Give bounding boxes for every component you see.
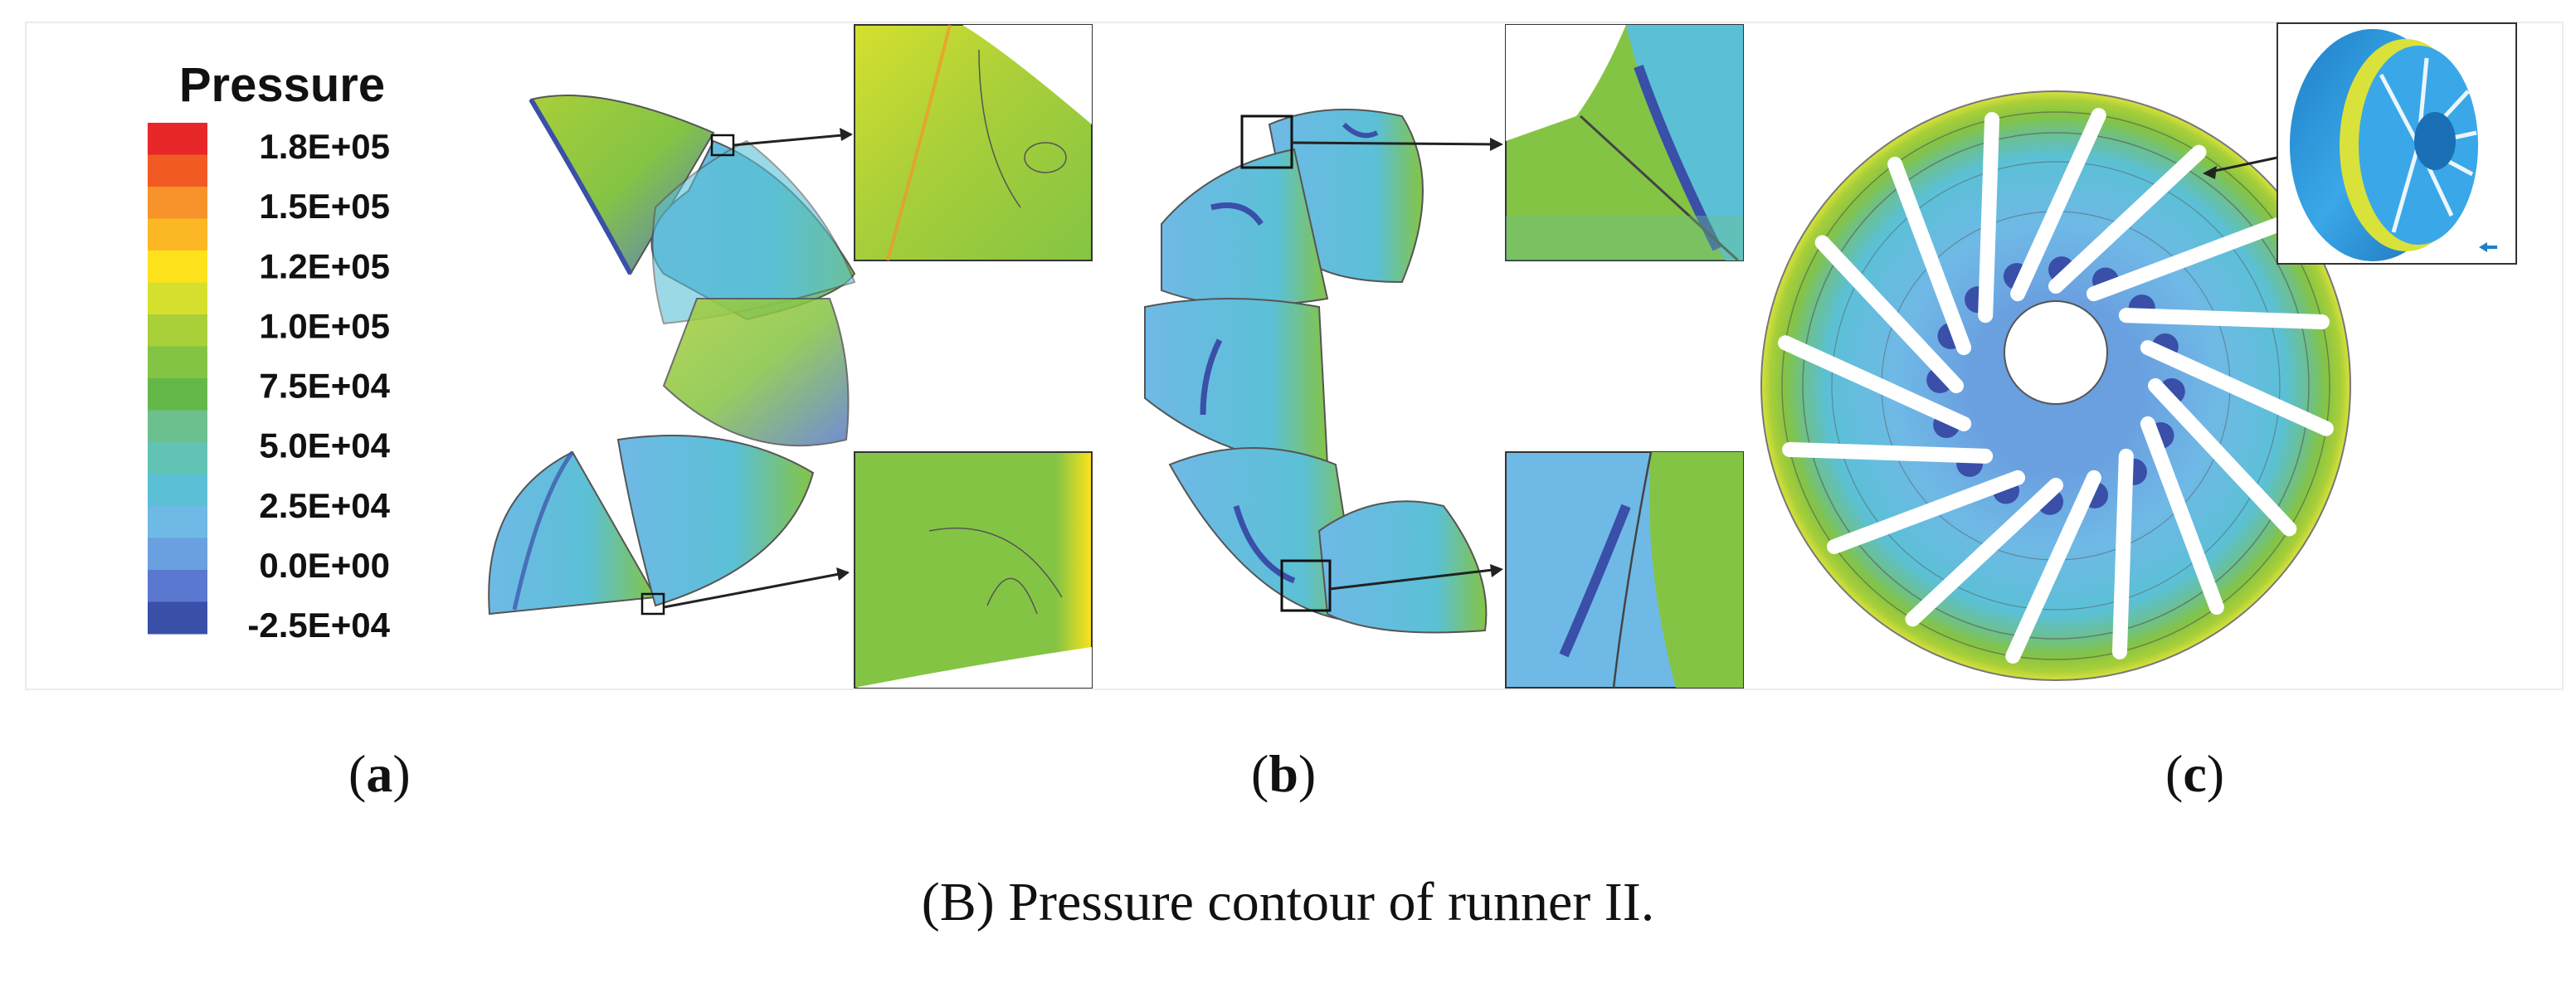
panel-a-zoom-top [854, 24, 1093, 261]
legend-label: 1.8E+05 [259, 127, 390, 166]
legend-label: -2.5E+04 [247, 606, 390, 645]
runner-blade [2005, 470, 2101, 664]
runner-blade [2118, 308, 2330, 330]
runner-blade [2010, 108, 2106, 302]
figure-caption: (B) Pressure contour of runner II. [921, 872, 1655, 932]
runner-blade [1887, 156, 1972, 356]
legend-label: 2.5E+04 [259, 486, 390, 525]
panel-a-arrowhead-bottom [836, 567, 850, 581]
legend-swatch [148, 282, 207, 315]
runner-hub-hole [2004, 300, 2108, 405]
panel-b-arrow-bottom [1329, 567, 1501, 591]
legend-label: 1.5E+05 [259, 187, 390, 226]
legend-swatch [148, 123, 207, 155]
runner-blade [2048, 144, 2207, 294]
legend-swatch [148, 187, 207, 219]
panel-b-zoom-top [1505, 24, 1744, 262]
panel-b-blades [1144, 109, 1488, 634]
legend-swatch [148, 251, 207, 283]
panel-b-arrow-top [1291, 141, 1501, 146]
panel-a-marker-bottom [640, 592, 665, 616]
runner-blade [1826, 470, 2026, 554]
panel-c-runner [1760, 90, 2351, 681]
figure-frame [25, 22, 2564, 690]
runner-blade [2140, 416, 2224, 616]
legend-swatch [148, 410, 207, 443]
runner-3d-thumbnail [2277, 22, 2517, 265]
legend-swatch [148, 474, 207, 507]
runner-blade [1905, 478, 2063, 627]
legend-swatch [148, 314, 207, 347]
legend-swatch [148, 570, 207, 602]
legend-labels: 1.8E+05 1.5E+05 1.2E+05 1.0E+05 7.5E+04 5.0E+… [247, 127, 390, 645]
runner-blade [2148, 378, 2297, 537]
panel-c-arrowhead [2203, 166, 2217, 179]
pressure-legend: Pressure 1.8E+05 1.5E+05 1.2E+05 1.0E+05 7.5… [148, 58, 391, 645]
legend-label: 0.0E+00 [259, 546, 390, 585]
panel-b-marker-bottom [1280, 559, 1332, 612]
panel-a-arrow-bottom [663, 571, 849, 609]
runner-blade [1978, 112, 2000, 324]
panel-b-arrowhead-bottom [1490, 564, 1503, 577]
runner-blade [2140, 340, 2334, 436]
runner-blade [2086, 217, 2286, 302]
legend-swatch [148, 346, 207, 379]
panel-a-blades [488, 95, 856, 616]
panel-c-arrow [2206, 156, 2278, 174]
legend-swatch [148, 378, 207, 411]
legend-label: 1.2E+05 [259, 246, 390, 285]
legend-swatch [148, 506, 207, 538]
runner-blades [1778, 108, 2334, 664]
legend-swatch [148, 538, 207, 571]
runner-blade [1782, 441, 1994, 464]
panel-b-arrowhead-top [1490, 138, 1503, 151]
legend-label: 5.0E+04 [259, 426, 390, 465]
legend-swatch [148, 442, 207, 474]
panel-b-marker-top [1240, 114, 1293, 169]
legend-label: 7.5E+04 [259, 367, 390, 406]
panel-a-label: (a) [348, 744, 411, 803]
runner-blade [2111, 448, 2134, 659]
runner-blade [1814, 235, 1964, 393]
panel-a-zoom-bottom [854, 451, 1093, 689]
panel-a-arrowhead-top [840, 128, 853, 141]
panel-c-label: (c) [2165, 744, 2225, 803]
legend-color-bar [148, 123, 207, 635]
legend-swatch [148, 601, 207, 635]
runner-blade [1778, 335, 1972, 431]
legend-swatch [148, 154, 207, 187]
panel-a-arrow-top [733, 133, 852, 147]
legend-title: Pressure [179, 58, 385, 112]
panel-b-label: (b) [1251, 744, 1317, 803]
legend-label: 1.0E+05 [259, 306, 390, 345]
legend-swatch [148, 218, 207, 251]
panel-b-zoom-bottom [1505, 451, 1744, 689]
